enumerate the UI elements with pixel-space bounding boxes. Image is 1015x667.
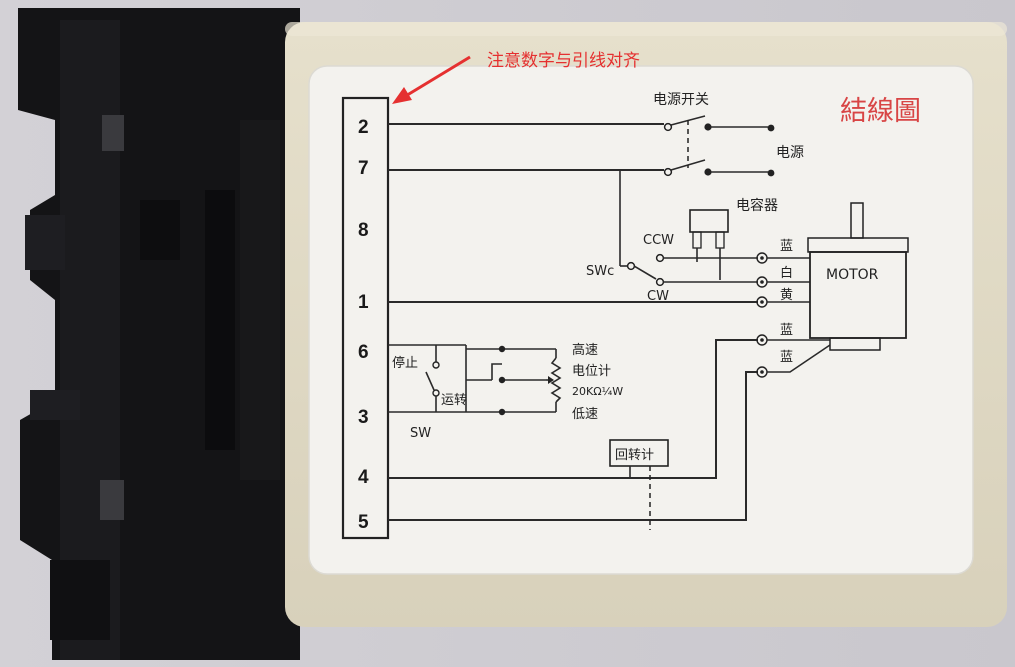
- wire-blue-3-label: 蓝: [780, 350, 793, 365]
- speed-control-circuit: [388, 344, 562, 416]
- low-speed-label: 低速: [572, 407, 598, 422]
- terminal-2: 2: [358, 117, 369, 138]
- terminal-5: 5: [358, 512, 369, 533]
- tachometer-label: 回转计: [615, 448, 654, 463]
- wiring-lines: [388, 123, 758, 521]
- wire-white-label: 白: [780, 265, 793, 281]
- wire-blue-1-label: 蓝: [780, 239, 793, 254]
- motor-terminals: [756, 252, 831, 378]
- terminal-8: 8: [358, 220, 369, 241]
- arrow-annotation: [392, 55, 471, 104]
- tachometer-box: [609, 439, 669, 530]
- terminal-6: 6: [358, 342, 369, 363]
- terminal-block: [341, 96, 390, 540]
- black-housing: [18, 8, 300, 660]
- annotation-note: 注意数字与引线对齐: [487, 51, 640, 71]
- motor-symbol: [807, 202, 909, 351]
- diagram-title: 結線圖: [840, 96, 921, 127]
- power-label: 电源: [776, 145, 804, 161]
- wire-blue-2-label: 蓝: [780, 323, 793, 338]
- terminal-4: 4: [358, 467, 369, 488]
- cw-label: CW: [647, 289, 669, 304]
- motor-label: MOTOR: [826, 267, 879, 283]
- capacitor-label: 电容器: [736, 197, 778, 214]
- ccw-label: CCW: [643, 233, 674, 248]
- terminal-numbers: 2 7 8 1 6 3 4 5: [358, 117, 369, 533]
- power-switch: [663, 115, 775, 177]
- high-speed-label: 高速: [572, 342, 598, 358]
- wiring-label: [308, 65, 974, 575]
- potentiometer-label: 电位计: [572, 364, 611, 379]
- terminal-7: 7: [358, 158, 369, 179]
- sw-label: SW: [410, 426, 431, 441]
- stop-label: 停止: [392, 355, 418, 371]
- terminal-3: 3: [358, 407, 369, 428]
- direction-switch: [626, 253, 758, 287]
- terminal-1: 1: [358, 292, 369, 313]
- capacitor: [689, 209, 729, 280]
- wire-yellow-label: 黄: [780, 288, 793, 303]
- run-label: 运转: [441, 393, 467, 408]
- power-switch-label: 电源开关: [653, 92, 709, 108]
- swc-label: SWc: [586, 264, 614, 279]
- pot-rating-label: 20KΩ¼W: [572, 385, 623, 398]
